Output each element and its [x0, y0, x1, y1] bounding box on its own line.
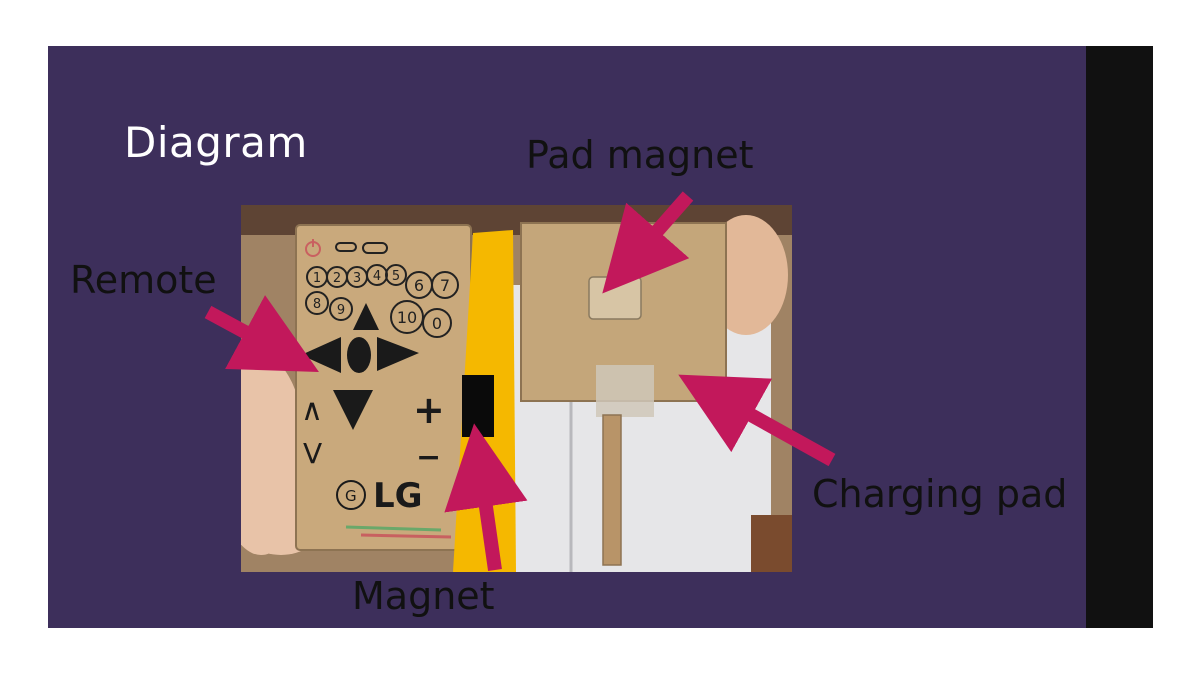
label-charging-pad: Charging pad [812, 472, 1068, 516]
key-9-circle [329, 297, 353, 321]
label-magnet: Magnet [352, 574, 495, 618]
minus-sign: − [416, 440, 441, 475]
key-10: 10 [397, 308, 417, 327]
label-remote: Remote [70, 258, 217, 302]
key-0: 0 [432, 314, 442, 333]
remote-pill-key-1 [335, 242, 357, 252]
arrow-pad-magnet [602, 191, 694, 294]
remote-pill-key-2 [362, 242, 388, 254]
key-2: 2 [333, 271, 341, 286]
power-icon [305, 239, 321, 257]
key-4: 4 [373, 269, 381, 284]
dpad-up-icon [353, 303, 379, 330]
brand-text: LG [373, 476, 423, 516]
pad-tape [596, 365, 654, 417]
key-6: 6 [414, 276, 424, 295]
dpad-left-icon [301, 337, 341, 373]
side-strip [1086, 46, 1153, 628]
dpad-down-icon [333, 390, 373, 430]
arrow-magnet [444, 423, 528, 571]
key-7-circle [431, 271, 459, 299]
key-5: 5 [392, 269, 400, 284]
pad-stick [602, 414, 622, 566]
plus-sign: + [413, 388, 445, 432]
arrow-remote [204, 295, 319, 372]
key-7: 7 [440, 276, 450, 295]
prototype-photo: 1 2 3 4 5 6 7 8 9 10 0 [241, 205, 792, 572]
arrow-charging-pad [678, 374, 836, 467]
key-10-circle [390, 300, 424, 334]
label-pad-magnet: Pad magnet [526, 133, 754, 177]
key-5-circle [385, 264, 407, 286]
lg-logo-icon: G [345, 487, 357, 505]
key-3: 3 [353, 271, 361, 286]
dpad-center [347, 337, 371, 373]
remote-color-mark-green [345, 525, 442, 532]
slide-title: Diagram [124, 118, 308, 167]
remote-dpad [301, 303, 419, 430]
key-0-circle [422, 308, 452, 338]
volume-down-caret: V [303, 437, 322, 470]
key-9: 9 [337, 303, 345, 318]
key-1: 1 [313, 271, 321, 286]
photo-illustration: 1 2 3 4 5 6 7 8 9 10 0 [241, 205, 792, 572]
remote-color-mark-red [360, 533, 452, 539]
volume-up-caret: ∧ [301, 393, 323, 428]
dpad-right-icon [377, 337, 419, 371]
background-window [751, 515, 792, 572]
lg-logo-circle [336, 480, 366, 510]
